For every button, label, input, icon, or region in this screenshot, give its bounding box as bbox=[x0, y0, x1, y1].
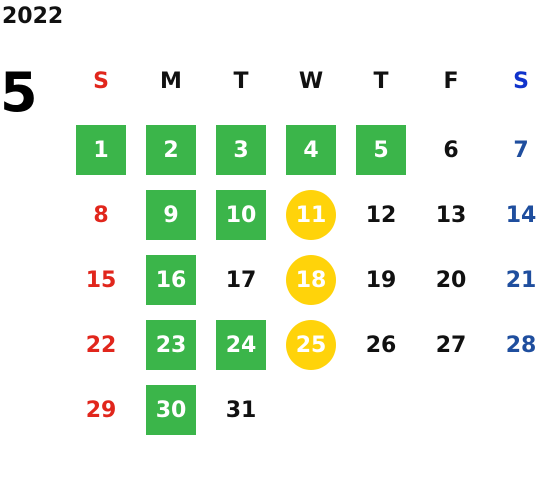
month-label: 5 bbox=[0, 61, 38, 124]
day-cell-21: 21 bbox=[505, 267, 537, 293]
day-cell-25: 25 bbox=[286, 320, 336, 370]
day-cell-3: 3 bbox=[216, 125, 266, 175]
day-cell-14: 14 bbox=[505, 202, 537, 228]
day-cell-7: 7 bbox=[513, 137, 529, 163]
weekday-header-0: S bbox=[93, 69, 109, 94]
day-cell-17: 17 bbox=[225, 267, 257, 293]
day-cell-29: 29 bbox=[85, 397, 117, 423]
day-cell-4: 4 bbox=[286, 125, 336, 175]
year-label: 2022 bbox=[2, 4, 64, 29]
weekday-header-5: F bbox=[443, 69, 459, 94]
day-cell-23: 23 bbox=[146, 320, 196, 370]
day-cell-9: 9 bbox=[146, 190, 196, 240]
weekday-header-3: W bbox=[298, 69, 324, 94]
day-cell-6: 6 bbox=[443, 137, 459, 163]
day-cell-10: 10 bbox=[216, 190, 266, 240]
weekday-header-1: M bbox=[160, 69, 182, 94]
day-cell-11: 11 bbox=[286, 190, 336, 240]
weekday-header-2: T bbox=[233, 69, 249, 94]
day-cell-2: 2 bbox=[146, 125, 196, 175]
day-cell-26: 26 bbox=[365, 332, 397, 358]
day-cell-18: 18 bbox=[286, 255, 336, 305]
day-cell-8: 8 bbox=[93, 202, 109, 228]
day-cell-31: 31 bbox=[225, 397, 257, 423]
day-cell-24: 24 bbox=[216, 320, 266, 370]
day-cell-1: 1 bbox=[76, 125, 126, 175]
day-cell-15: 15 bbox=[85, 267, 117, 293]
day-cell-27: 27 bbox=[435, 332, 467, 358]
day-cell-12: 12 bbox=[365, 202, 397, 228]
day-cell-16: 16 bbox=[146, 255, 196, 305]
day-cell-13: 13 bbox=[435, 202, 467, 228]
day-cell-22: 22 bbox=[85, 332, 117, 358]
weekday-header-6: S bbox=[513, 69, 529, 94]
day-cell-19: 19 bbox=[365, 267, 397, 293]
day-cell-5: 5 bbox=[356, 125, 406, 175]
day-cell-30: 30 bbox=[146, 385, 196, 435]
day-cell-28: 28 bbox=[505, 332, 537, 358]
weekday-header-4: T bbox=[373, 69, 389, 94]
day-cell-20: 20 bbox=[435, 267, 467, 293]
